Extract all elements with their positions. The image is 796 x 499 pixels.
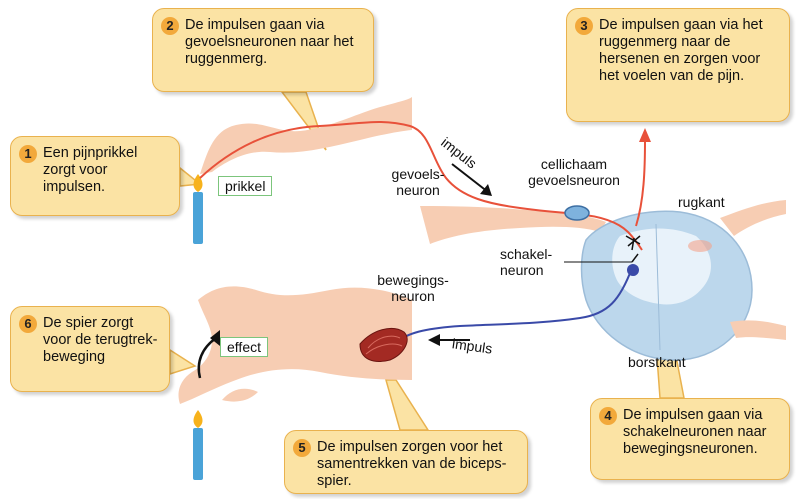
callout-text: De spier zorgt voor de terugtrek-bewegin… (43, 315, 163, 366)
step-badge: 6 (19, 315, 37, 333)
callout-pointer-5 (386, 380, 428, 430)
callout-4: 4 De impulsen gaan via schakelneuronen n… (590, 398, 790, 480)
bewegingsneuron-label: bewegings- neuron (358, 272, 468, 304)
step-badge: 2 (161, 17, 179, 35)
callout-text: De impulsen gaan via schakelneuronen naa… (623, 407, 783, 458)
callout-6: 6 De spier zorgt voor de terugtrek-beweg… (10, 306, 170, 392)
effect-label: effect (220, 337, 268, 357)
cell-body-icon (565, 206, 589, 220)
callout-text: De impulsen zorgen voor het samentrekken… (317, 439, 521, 490)
callout-text: De impulsen gaan via het ruggenmerg naar… (599, 17, 783, 85)
callout-text: Een pijnprikkel zorgt voor impulsen. (43, 145, 173, 196)
rugkant-label: rugkant (678, 194, 725, 210)
motor-cell-body-icon (627, 264, 639, 276)
callout-1: 1 Een pijnprikkel zorgt voor impulsen. (10, 136, 180, 216)
prikkel-label: prikkel (218, 176, 272, 196)
cellichaam-label: cellichaam gevoelsneuron (518, 156, 630, 188)
schakelneuron-label: schakel- neuron (500, 246, 552, 278)
nerve-right-lower (730, 320, 786, 340)
nerve-right-upper (720, 200, 786, 236)
callout-3: 3 De impulsen gaan via het ruggenmerg na… (566, 8, 790, 122)
step-badge: 4 (599, 407, 617, 425)
step-badge: 5 (293, 439, 311, 457)
ascending-arrow-icon (639, 128, 651, 142)
callout-5: 5 De impulsen zorgen voor het samentrekk… (284, 430, 528, 494)
step-badge: 3 (575, 17, 593, 35)
callout-text: De impulsen gaan via gevoelsneuronen naa… (185, 17, 367, 68)
gevoelsneuron-label: gevoels- neuron (376, 166, 460, 198)
spinal-cord-section (582, 211, 753, 360)
step-badge: 1 (19, 145, 37, 163)
candle-bottom-icon (193, 410, 203, 480)
callout-2: 2 De impulsen gaan via gevoelsneuronen n… (152, 8, 374, 92)
candle-top-icon (193, 174, 203, 244)
borstkant-label: borstkant (628, 354, 686, 370)
callout-pointer-6 (170, 350, 195, 374)
